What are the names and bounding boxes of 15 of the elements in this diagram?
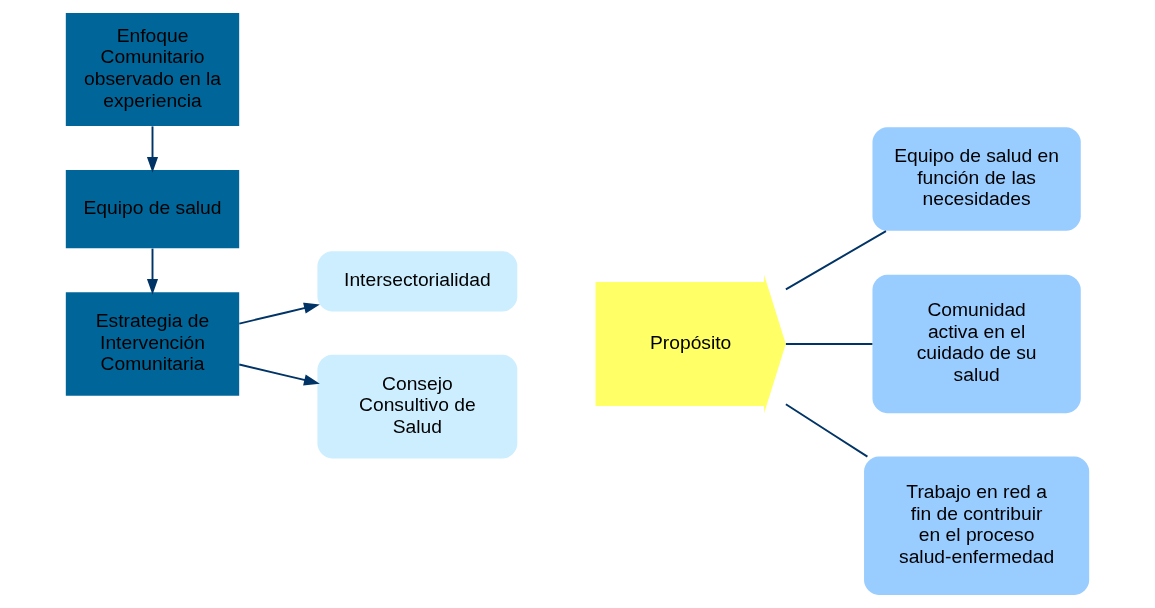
connector — [784, 403, 869, 458]
node-box: Equipo de salud — [65, 170, 240, 249]
node-box: Comunidad activa en el cuidado de su salud — [872, 274, 1081, 414]
connector — [784, 343, 874, 345]
node-box: Consejo Consultivo de Salud — [317, 354, 518, 459]
node-box: Equipo de salud en función de las necesidades — [872, 127, 1081, 231]
arrow — [146, 125, 159, 173]
node-box: Estrategia de Intervención Comunitaria — [65, 292, 240, 396]
node-box: Intersectorialidad — [317, 251, 518, 312]
arrow — [238, 302, 320, 325]
connector — [784, 230, 887, 291]
arrow — [238, 363, 320, 386]
arrow — [146, 247, 159, 295]
node-box: Enfoque Comunitario observado en la experiencia — [65, 12, 240, 127]
node-box: Trabajo en red a fin de contribuir en el proceso salud-enfermedad — [864, 456, 1090, 596]
